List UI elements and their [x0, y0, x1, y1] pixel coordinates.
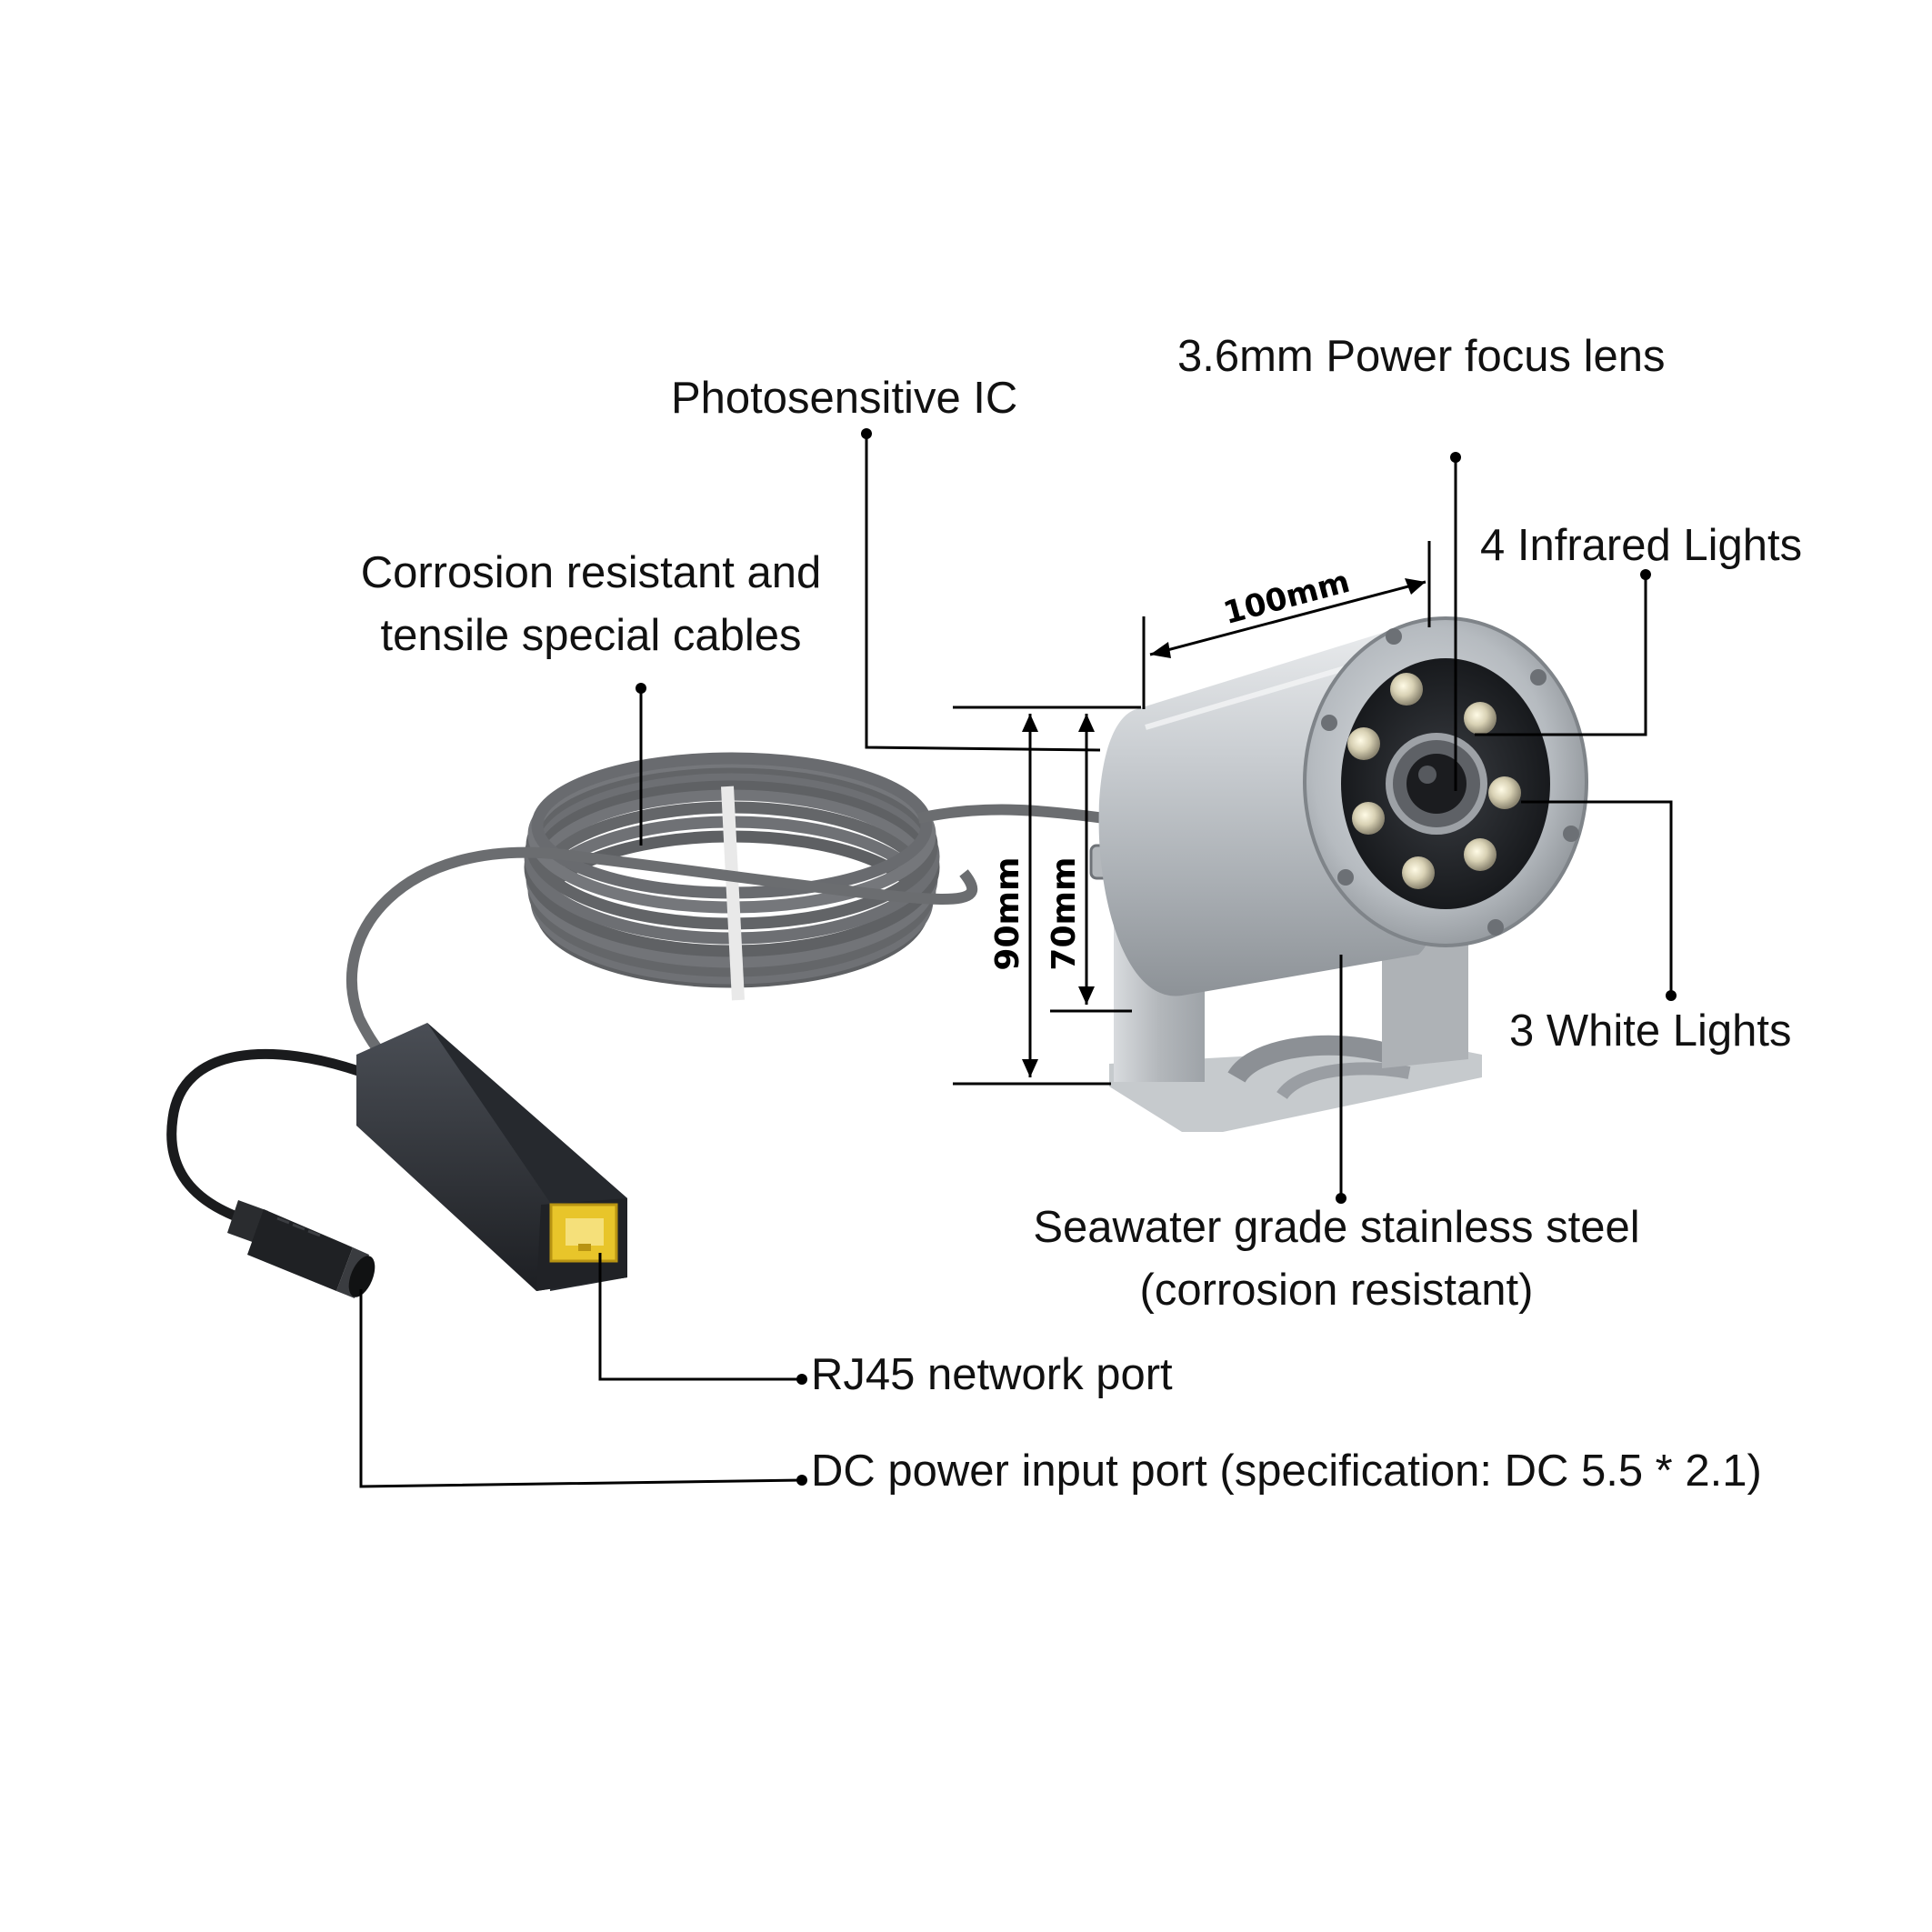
label-special-cables-line1: Corrosion resistant and — [360, 548, 822, 597]
label-photosensitive-ic: Photosensitive IC — [671, 374, 1018, 423]
camera-cable — [916, 804, 1106, 824]
dimension-100mm: 100mm — [1219, 564, 1353, 632]
label-infrared-lights: 4 Infrared Lights — [1480, 521, 1803, 570]
dc-jack — [227, 1200, 375, 1298]
dc-lead — [166, 1048, 365, 1228]
dimension-arrowheads — [1022, 578, 1426, 1077]
label-stainless-steel-line1: Seawater grade stainless steel — [1033, 1203, 1640, 1252]
label-special-cables-line2: tensile special cables — [380, 610, 802, 660]
leader-dots — [636, 428, 1677, 1486]
box-cable — [346, 846, 978, 1068]
dimension-90mm: 90mm — [989, 856, 1026, 970]
label-stainless-steel-line2: (corrosion resistant) — [1139, 1265, 1534, 1315]
label-special-cables: Corrosion resistant and tensile special … — [336, 542, 846, 666]
dimension-70mm: 70mm — [1046, 856, 1083, 970]
poe-splitter-box — [356, 1023, 627, 1291]
label-rj45-port: RJ45 network port — [811, 1350, 1173, 1399]
label-white-lights: 3 White Lights — [1509, 1006, 1792, 1056]
label-stainless-steel: Seawater grade stainless steel (corrosio… — [1000, 1196, 1673, 1321]
camera-front — [1303, 616, 1588, 947]
label-power-focus-lens: 3.6mm Power focus lens — [1177, 332, 1666, 381]
label-dc-power-port: DC power input port (specification: DC 5… — [811, 1446, 1762, 1496]
cable-coil — [524, 752, 940, 1001]
leader-lines — [359, 434, 1673, 1488]
